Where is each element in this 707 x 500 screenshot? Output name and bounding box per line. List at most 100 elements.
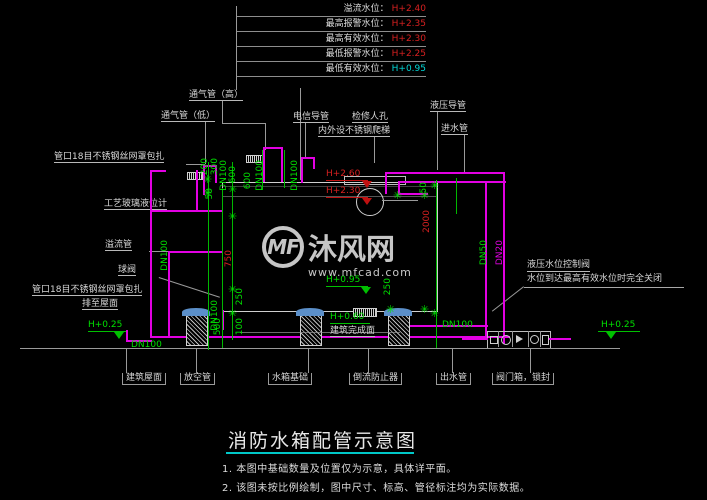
leader-vent-high-v (265, 123, 266, 150)
valve-symbol-check (501, 335, 511, 345)
callout-manhole: 检修人孔 (352, 112, 389, 123)
elevation-right-025-line (598, 331, 640, 332)
bottom-drain-header (150, 336, 510, 338)
elevation-right-025: H+0.25 (601, 320, 636, 330)
hydraulic-valve-note-box (524, 257, 684, 288)
dn20-riser (503, 172, 505, 344)
elevation-095-marker (361, 287, 371, 294)
glass-gauge-riser (150, 170, 152, 336)
bottom-leader-backflow (368, 348, 369, 373)
dim-node-marker: ✳ (228, 183, 238, 196)
watermark-logo: MF (267, 235, 300, 259)
callout-vent-low: 通气管（低） (161, 111, 216, 122)
water-level-row: 溢流水位： H+2.40 (236, 4, 426, 17)
inlet-pipe-drop (385, 172, 387, 194)
elevation-left-025-line (88, 331, 126, 332)
tank-foundation-right (388, 314, 410, 346)
valve-box-divider (512, 331, 513, 347)
bottom-leader-foundation (308, 348, 309, 373)
callout-finished-surface: 建筑完成面 (330, 326, 376, 337)
dim-node-marker: ✳ (228, 210, 238, 223)
callout-hydraulic-valve-desc: 水位到达最高有效水位时完全关闭 (527, 274, 663, 284)
dn50-riser (485, 181, 487, 339)
water-level-table: 溢流水位： H+2.40 最高报警水位： H+2.35 最高有效水位： H+2.… (236, 4, 426, 77)
dimension-250-right: 250 (383, 278, 393, 296)
elevation-260-line (326, 180, 368, 181)
callout-ball-valve: 球阀 (118, 265, 137, 276)
water-level-row: 最低报警水位： H+2.25 (236, 47, 426, 62)
valve-symbol-meter (530, 335, 539, 344)
dim-node-marker: ✳ (430, 179, 440, 192)
bottom-leader-roof (126, 348, 127, 373)
overflow-pipe-horizontal (168, 251, 222, 253)
water-level-value: H+2.40 (391, 4, 426, 14)
finished-surface-line (240, 332, 400, 333)
glass-gauge-inner (196, 170, 198, 212)
drain-pipe-drop (222, 310, 224, 330)
pipe-size-dn100-overflow: DN100 (160, 240, 170, 271)
valve-box-outlet (549, 338, 571, 340)
dim-line-right (456, 178, 457, 214)
tank-level-line (222, 196, 436, 197)
watermark-brand: 沐风网 (308, 232, 396, 266)
elevation-left-025: H+0.25 (88, 320, 123, 330)
elevation-230-line (326, 197, 368, 198)
level-leader-line (236, 6, 237, 90)
water-level-name: 溢流水位： (343, 4, 389, 14)
vent-high-pipe-bend (263, 147, 283, 149)
glass-gauge-branch (150, 210, 222, 212)
pipe-size-dn100-vent-high: DN100 (255, 160, 265, 191)
inlet-pipe-horizontal (385, 172, 505, 174)
callout-hydraulic-valve-title: 液压水位控制阀 (527, 260, 591, 272)
tank-bearing-mid (296, 308, 324, 316)
dim-line-vertical-left (208, 162, 209, 350)
water-level-value: H+2.25 (391, 49, 426, 59)
valve-symbol-flow (516, 335, 523, 343)
callout-inlet-pipe: 进水管 (441, 124, 469, 135)
bottom-leader-drain (196, 348, 197, 373)
dimension-2000: 2000 (422, 210, 432, 233)
left-drain-drop (126, 330, 128, 342)
pipe-size-dn100-vent-low: DN100 (219, 160, 229, 191)
dim-line-vertical-mid2 (284, 150, 285, 188)
leader-vent-low (205, 122, 206, 164)
roof-ground-line (20, 348, 620, 349)
callout-telecom-conduit: 电信导管 (293, 112, 330, 123)
bottom-label-backflow: 倒流防止器 (349, 373, 403, 385)
water-level-row: 最高有效水位： H+2.30 (236, 32, 426, 47)
outlet-pipe-run (398, 325, 488, 327)
water-level-value: H+0.95 (391, 64, 426, 74)
dimension-600-b: 600 (243, 172, 253, 190)
water-level-name: 最高报警水位： (325, 19, 389, 29)
valve-symbol-gate (490, 336, 498, 344)
drawing-note-2: 2. 该图未按比例绘制，图中尺寸、标高、管径标注均为实际数据。 (222, 483, 531, 494)
callout-glass-gauge: 工艺玻璃液位计 (104, 199, 168, 210)
pipe-size-dn50: DN50 (479, 240, 489, 266)
elevation-260: H+2.60 (326, 169, 361, 179)
elevation-left-025-marker (114, 332, 124, 339)
bottom-label-drain: 放空管 (180, 373, 216, 385)
elevation-230: H+2.30 (326, 186, 361, 196)
tank-bearing-right (384, 308, 412, 316)
dim-node-marker: ✳ (228, 283, 238, 296)
water-level-row: 最高报警水位： H+2.35 (236, 17, 426, 32)
hydraulic-branch (398, 193, 428, 195)
dim-line-tank-right (436, 180, 437, 348)
overflow-pipe-vertical (168, 251, 170, 337)
leader-inlet (464, 135, 465, 173)
water-level-name: 最低报警水位： (325, 49, 389, 59)
vent-low-pipe-bend (203, 165, 217, 167)
telecom-conduit-bend (301, 157, 315, 159)
pipe-size-dn100-telecom: DN100 (290, 160, 300, 191)
elevation-260-marker (362, 181, 372, 188)
water-level-value: H+2.35 (391, 19, 426, 29)
drawing-note-1: 1. 本图中基础数量及位置仅为示意，具体详平面。 (222, 464, 457, 475)
watermark: MF 沐风网 www.mfcad.com (262, 226, 412, 279)
leader-hydraulic-valve (491, 286, 524, 312)
tank-bearing-left (182, 308, 210, 316)
pipe-size-dn20: DN20 (495, 240, 505, 266)
watermark-url: www.mfcad.com (308, 266, 412, 279)
dim-node-marker: ✳ (228, 307, 238, 320)
mesh-cap-vent-low (187, 172, 203, 180)
